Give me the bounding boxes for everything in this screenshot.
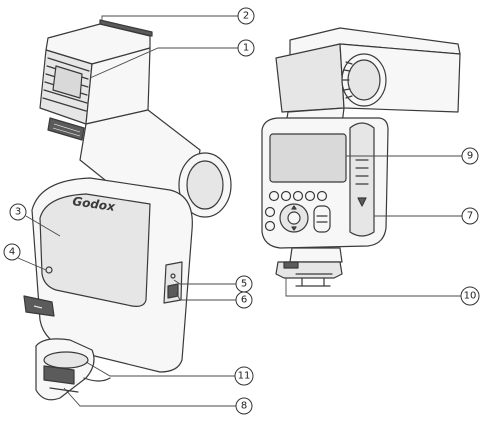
callout-10-label: 10	[464, 291, 477, 302]
callout-4: 4	[3, 243, 21, 261]
callout-3: 3	[9, 203, 27, 221]
function-button-4[interactable]	[304, 190, 316, 202]
leader-lines	[17, 15, 462, 407]
callout-1-label: 1	[243, 43, 249, 54]
callout-2: 2	[237, 7, 255, 25]
callout-5: 5	[235, 275, 253, 293]
set-button[interactable]	[287, 211, 301, 225]
callout-8: 8	[235, 397, 253, 415]
callouts: 1 2 3 4 5 6 7 8	[3, 7, 480, 415]
function-buttons[interactable]	[268, 190, 328, 202]
function-button-5[interactable]	[316, 190, 328, 202]
bounce-card-slot	[99, 19, 153, 37]
callout-9-label: 9	[467, 151, 473, 162]
callout-11-label: 11	[238, 371, 251, 382]
callout-11: 11	[234, 366, 254, 386]
callout-1: 1	[237, 39, 255, 57]
zoom-button[interactable]	[264, 220, 276, 232]
function-button-2[interactable]	[280, 190, 292, 202]
callout-5-label: 5	[241, 279, 247, 290]
function-button-3[interactable]	[292, 190, 304, 202]
callout-7: 7	[461, 207, 479, 225]
lower-front-panel	[23, 295, 55, 317]
front-brand-logo: Godox	[72, 194, 117, 214]
callout-3-label: 3	[15, 207, 21, 218]
battery-door[interactable]	[349, 122, 375, 237]
front-flash: Godox	[23, 19, 232, 401]
function-button-1[interactable]	[268, 190, 280, 202]
wireless-sensor-panel	[39, 193, 151, 307]
callout-6: 6	[235, 291, 253, 309]
callout-2-label: 2	[243, 11, 249, 22]
callout-4-label: 4	[9, 247, 15, 258]
power-switch[interactable]	[313, 205, 331, 233]
callout-10: 10	[460, 286, 480, 306]
lock-ring	[43, 351, 89, 369]
callout-7-label: 7	[467, 211, 473, 222]
flash-tube-window	[52, 65, 83, 99]
callout-6-label: 6	[241, 295, 247, 306]
callout-8-label: 8	[241, 401, 247, 412]
callout-9: 9	[461, 147, 479, 165]
rear-flash	[261, 27, 461, 287]
mode-button[interactable]	[264, 206, 276, 218]
lcd-screen	[269, 133, 347, 183]
